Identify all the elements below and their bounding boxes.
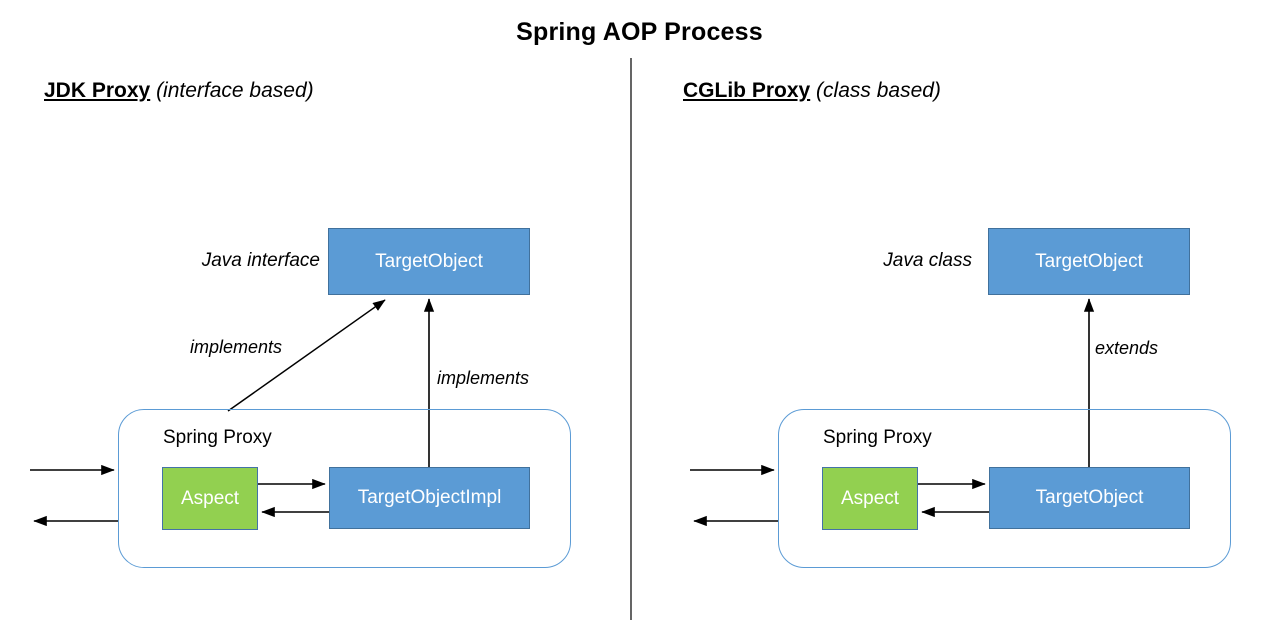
right-target-object-box: TargetObject bbox=[988, 228, 1190, 295]
left-spring-proxy-title: Spring Proxy bbox=[163, 427, 272, 448]
java-interface-label: Java interface bbox=[201, 250, 320, 271]
left-implements-proxy-arrow bbox=[227, 299, 386, 412]
right-spring-proxy-title: Spring Proxy bbox=[823, 427, 932, 448]
left-aspect-label: Aspect bbox=[180, 487, 240, 509]
left-panel-heading: JDK Proxy (interface based) bbox=[44, 79, 314, 103]
left-target-object-label: TargetObject bbox=[375, 250, 483, 272]
right-aspect-label: Aspect bbox=[840, 487, 900, 509]
java-class-label: Java class bbox=[883, 250, 972, 271]
page-title: Spring AOP Process bbox=[516, 18, 763, 46]
left-implements-impl-label: implements bbox=[437, 368, 530, 388]
right-panel-heading-sub: (class based) bbox=[816, 79, 941, 102]
right-panel-heading: CGLib Proxy (class based) bbox=[683, 79, 941, 103]
left-implements-proxy-label: implements bbox=[190, 337, 283, 357]
left-panel-heading-strong: JDK Proxy bbox=[44, 79, 151, 102]
left-target-object-impl-box: TargetObjectImpl bbox=[329, 467, 530, 529]
right-target-object-inner-label: TargetObject bbox=[1035, 487, 1144, 508]
right-aspect-box: Aspect bbox=[822, 467, 918, 530]
left-target-object-box: TargetObject bbox=[328, 228, 530, 295]
left-aspect-box: Aspect bbox=[162, 467, 258, 530]
right-extends-label: extends bbox=[1095, 338, 1159, 358]
right-target-object-inner-box: TargetObject bbox=[989, 467, 1190, 529]
left-spring-proxy-container bbox=[118, 409, 571, 568]
right-spring-proxy-container bbox=[778, 409, 1231, 568]
left-target-object-impl-label: TargetObjectImpl bbox=[357, 487, 502, 508]
right-panel-heading-strong: CGLib Proxy bbox=[683, 79, 811, 102]
right-target-object-label: TargetObject bbox=[1035, 250, 1143, 272]
left-panel-heading-sub: (interface based) bbox=[156, 79, 314, 102]
